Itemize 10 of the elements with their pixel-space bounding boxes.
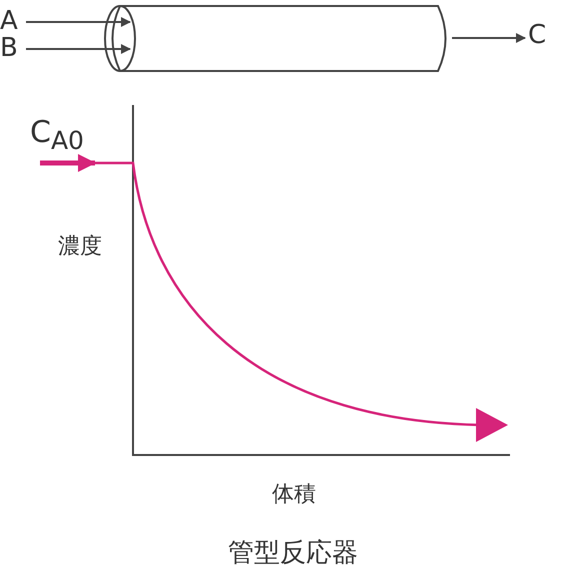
arrow bbox=[26, 44, 131, 54]
arrow bbox=[26, 17, 131, 27]
caption: 管型反応器 bbox=[228, 540, 358, 566]
arrow bbox=[452, 33, 526, 43]
stream-label: A bbox=[0, 8, 20, 36]
stream-label: B bbox=[0, 35, 20, 63]
axis-title: 濃度 bbox=[58, 236, 102, 258]
axis-title: 体積 bbox=[272, 484, 316, 506]
stream-label: C bbox=[528, 22, 550, 54]
axis-value-label: C$_{A0}$ bbox=[30, 118, 84, 153]
